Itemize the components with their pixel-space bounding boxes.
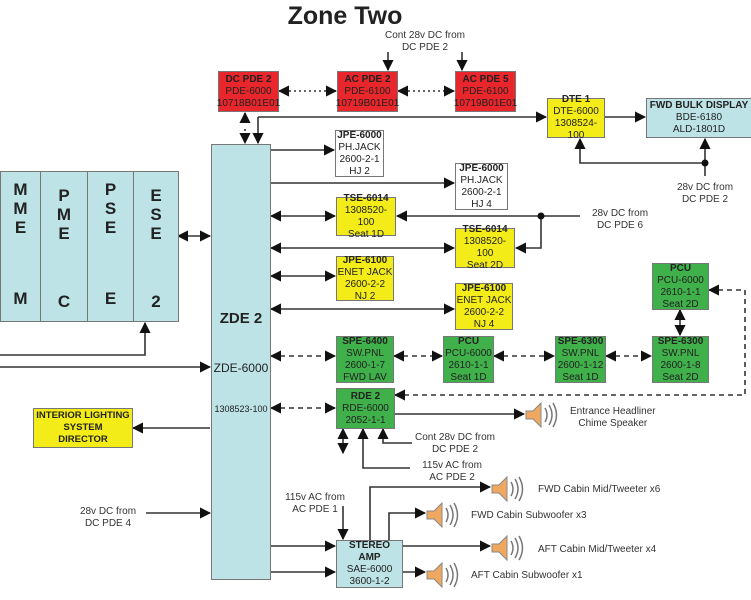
aft-mid-tweeter-label: AFT Cabin Mid/Tweeter x4 bbox=[538, 544, 657, 555]
fwd-mid-tweeter-label: FWD Cabin Mid/Tweeter x6 bbox=[538, 484, 661, 495]
speaker-icon bbox=[426, 561, 459, 589]
speaker-icon bbox=[426, 501, 459, 529]
aft-subwoofer-label: AFT Cabin Subwoofer x1 bbox=[471, 570, 583, 581]
zde-2-box[interactable]: ZDE 2 ZDE-6000 1308523-100 bbox=[211, 144, 271, 580]
diagram-title: Zone Two bbox=[287, 2, 403, 30]
speaker-icon bbox=[491, 534, 524, 562]
fwd-subwoofer-label: FWD Cabin Subwoofer x3 bbox=[471, 510, 587, 521]
speaker-icon bbox=[491, 475, 524, 503]
speaker-icon bbox=[525, 401, 558, 429]
